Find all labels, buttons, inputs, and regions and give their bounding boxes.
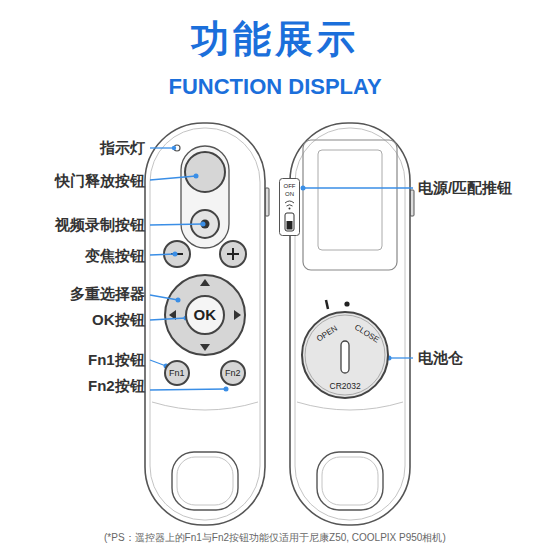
battery-cover: OPENCLOSECR2032 [301,311,389,399]
callout-label: 多重选择器 [70,286,145,302]
callout-label: Fn1按钮 [88,352,145,368]
callout-label: 快门释放按钮 [55,173,145,189]
ok-button: OK [185,295,225,335]
callout-label: Fn2按钮 [88,378,145,394]
power-switch-label: ON [285,191,294,197]
subtitle: FUNCTION DISPLAY [169,75,382,98]
callout-label: 视频录制按钮 [55,217,145,233]
power-switch-label: OFF [284,183,296,189]
fn1-button-label: Fn1 [169,369,185,378]
fn2-button-label: Fn2 [225,369,241,378]
fn1-button: Fn1 [164,360,190,386]
callout-label: 指示灯 [100,140,145,156]
callout-label: 电源/匹配推钮 [418,180,512,196]
ok-button-label: OK [194,307,217,323]
title: 功能展示 [191,20,359,60]
callout-label: OK按钮 [92,312,145,328]
callout-label: 变焦按钮 [85,248,145,264]
fn2-button: Fn2 [220,360,246,386]
callout-label: 电池仓 [418,350,463,366]
caption: (*PS：遥控器上的Fn1与Fn2按钮功能仅适用于尼康Z50, COOLPIX … [104,533,446,544]
power-switch: OFF ON [279,178,300,236]
battery-cover-label: CR2032 [330,382,361,391]
